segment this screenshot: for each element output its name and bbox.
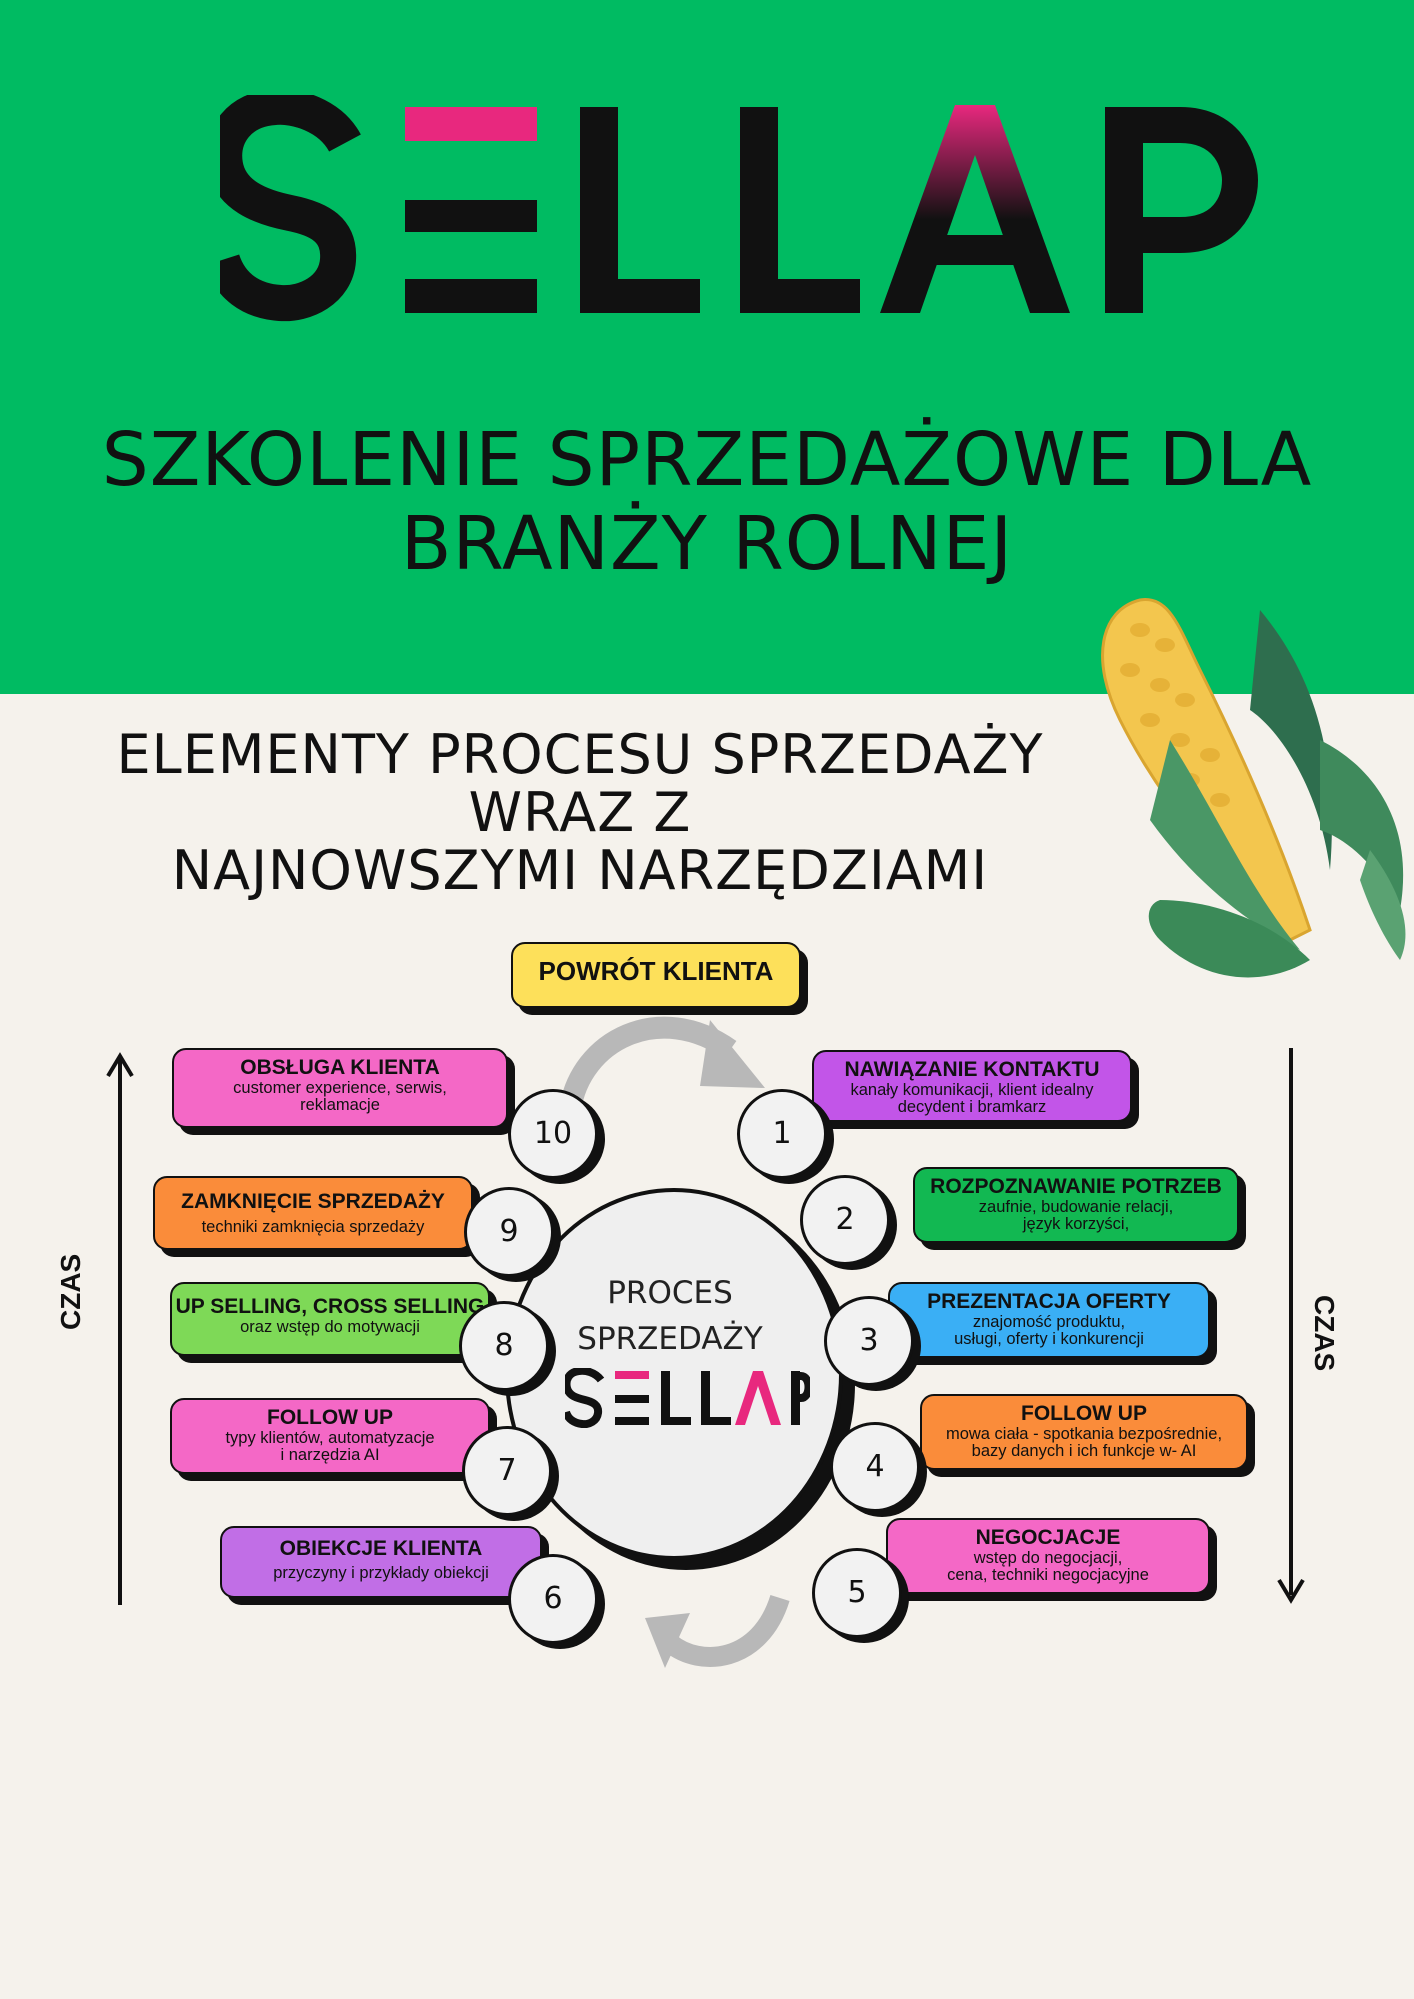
sellap-logo [220, 95, 1259, 322]
step-desc-5a: wstęp do negocjacji, [973, 1549, 1123, 1567]
step-box-7: FOLLOW UP typy klientów, automatyzacje i… [170, 1398, 490, 1474]
step-title-4: FOLLOW UP [1021, 1402, 1147, 1425]
title-line-2: BRANŻY ROLNEJ [400, 501, 1014, 587]
step-box-4: FOLLOW UP mowa ciała - spotkania bezpośr… [920, 1394, 1248, 1470]
step-desc-10b: reklamacje [300, 1096, 380, 1114]
time-label-right: CZAS [1309, 1295, 1340, 1372]
step-box-3: PREZENTACJA OFERTY znajomość produktu, u… [888, 1282, 1210, 1358]
step-desc-4b: bazy danych i ich funkcje w- AI [971, 1442, 1197, 1460]
subtitle-line-3: NAJNOWSZYMI NARZĘDZIAMI [171, 839, 989, 902]
step-title-1: NAWIĄZANIE KONTAKTU [844, 1058, 1100, 1081]
corn-illustration [1101, 598, 1406, 978]
step-desc-6a: przyczyny i przykłady obiekcji [273, 1564, 489, 1582]
bottom-curved-arrow [645, 1594, 790, 1668]
page-title: SZKOLENIE SPRZEDAŻOWE DLA BRANŻY ROLNEJ [0, 418, 1414, 586]
step-box-5: NEGOCJACJE wstęp do negocjacji, cena, te… [886, 1518, 1210, 1594]
section-subtitle: ELEMENTY PROCESU SPRZEDAŻY WRAZ Z NAJNOW… [60, 726, 1100, 900]
step-number-6: 6 [508, 1554, 598, 1644]
step-desc-1a: kanały komunikacji, klient idealny [850, 1081, 1094, 1099]
step-title-6: OBIEKCJE KLIENTA [279, 1537, 483, 1560]
step-number-5: 5 [812, 1548, 902, 1638]
step-title-7: FOLLOW UP [267, 1406, 393, 1429]
time-axes [106, 1048, 1305, 1605]
return-client-title: POWRÓT KLIENTA [538, 956, 774, 986]
step-number-3: 3 [824, 1296, 914, 1386]
step-number-1: 1 [737, 1089, 827, 1179]
return-client-box: POWRÓT KLIENTA [511, 942, 801, 1008]
step-number-7: 7 [462, 1426, 552, 1516]
step-desc-9a: techniki zamknięcia sprzedaży [201, 1218, 425, 1236]
step-desc-1b: decydent i bramkarz [897, 1098, 1047, 1116]
step-desc-3a: znajomość produktu, [972, 1313, 1126, 1331]
subtitle-line-2: WRAZ Z [468, 781, 692, 844]
step-title-9: ZAMKNIĘCIE SPRZEDAŻY [181, 1190, 445, 1213]
step-desc-3b: usługi, oferty i konkurencji [954, 1330, 1144, 1348]
step-number-2: 2 [800, 1175, 890, 1265]
title-line-1: SZKOLENIE SPRZEDAŻOWE DLA [101, 417, 1313, 503]
process-center-text: PROCES SPRZEDAŻY [505, 1270, 835, 1362]
step-number-8: 8 [459, 1301, 549, 1391]
step-title-10: OBSŁUGA KLIENTA [240, 1056, 440, 1079]
top-curved-arrow [560, 1016, 765, 1113]
step-box-1: NAWIĄZANIE KONTAKTU kanały komunikacji, … [812, 1050, 1132, 1122]
step-number-9: 9 [464, 1187, 554, 1277]
step-title-2: ROZPOZNAWANIE POTRZEB [930, 1175, 1222, 1198]
step-box-10: OBSŁUGA KLIENTA customer experience, ser… [172, 1048, 508, 1128]
step-title-3: PREZENTACJA OFERTY [927, 1290, 1171, 1313]
center-line-1: PROCES [607, 1275, 733, 1311]
step-box-8: UP SELLING, CROSS SELLING oraz wstęp do … [170, 1282, 490, 1356]
step-box-2: ROZPOZNAWANIE POTRZEB zaufnie, budowanie… [913, 1167, 1239, 1243]
subtitle-line-1: ELEMENTY PROCESU SPRZEDAŻY [116, 723, 1044, 786]
step-title-8: UP SELLING, CROSS SELLING [175, 1295, 485, 1318]
step-title-5: NEGOCJACJE [975, 1526, 1121, 1549]
center-line-2: SPRZEDAŻY [577, 1321, 763, 1357]
step-desc-7a: typy klientów, automatyzacje [225, 1429, 435, 1447]
step-box-9: ZAMKNIĘCIE SPRZEDAŻY techniki zamknięcia… [153, 1176, 473, 1250]
step-desc-2a: zaufnie, budowanie relacji, [978, 1198, 1174, 1216]
time-label-left: CZAS [55, 1253, 86, 1330]
step-number-10: 10 [508, 1089, 598, 1179]
step-desc-4a: mowa ciała - spotkania bezpośrednie, [945, 1425, 1223, 1443]
step-number-4: 4 [830, 1422, 920, 1512]
step-desc-5b: cena, techniki negocjacyjne [947, 1566, 1149, 1584]
step-desc-2b: język korzyści, [1022, 1215, 1130, 1233]
step-box-6: OBIEKCJE KLIENTA przyczyny i przykłady o… [220, 1526, 542, 1598]
step-desc-7b: i narzędzia AI [280, 1446, 380, 1464]
step-desc-10a: customer experience, serwis, [233, 1079, 447, 1097]
center-sellap-logo [565, 1368, 810, 1428]
step-desc-8a: oraz wstęp do motywacji [240, 1318, 420, 1336]
